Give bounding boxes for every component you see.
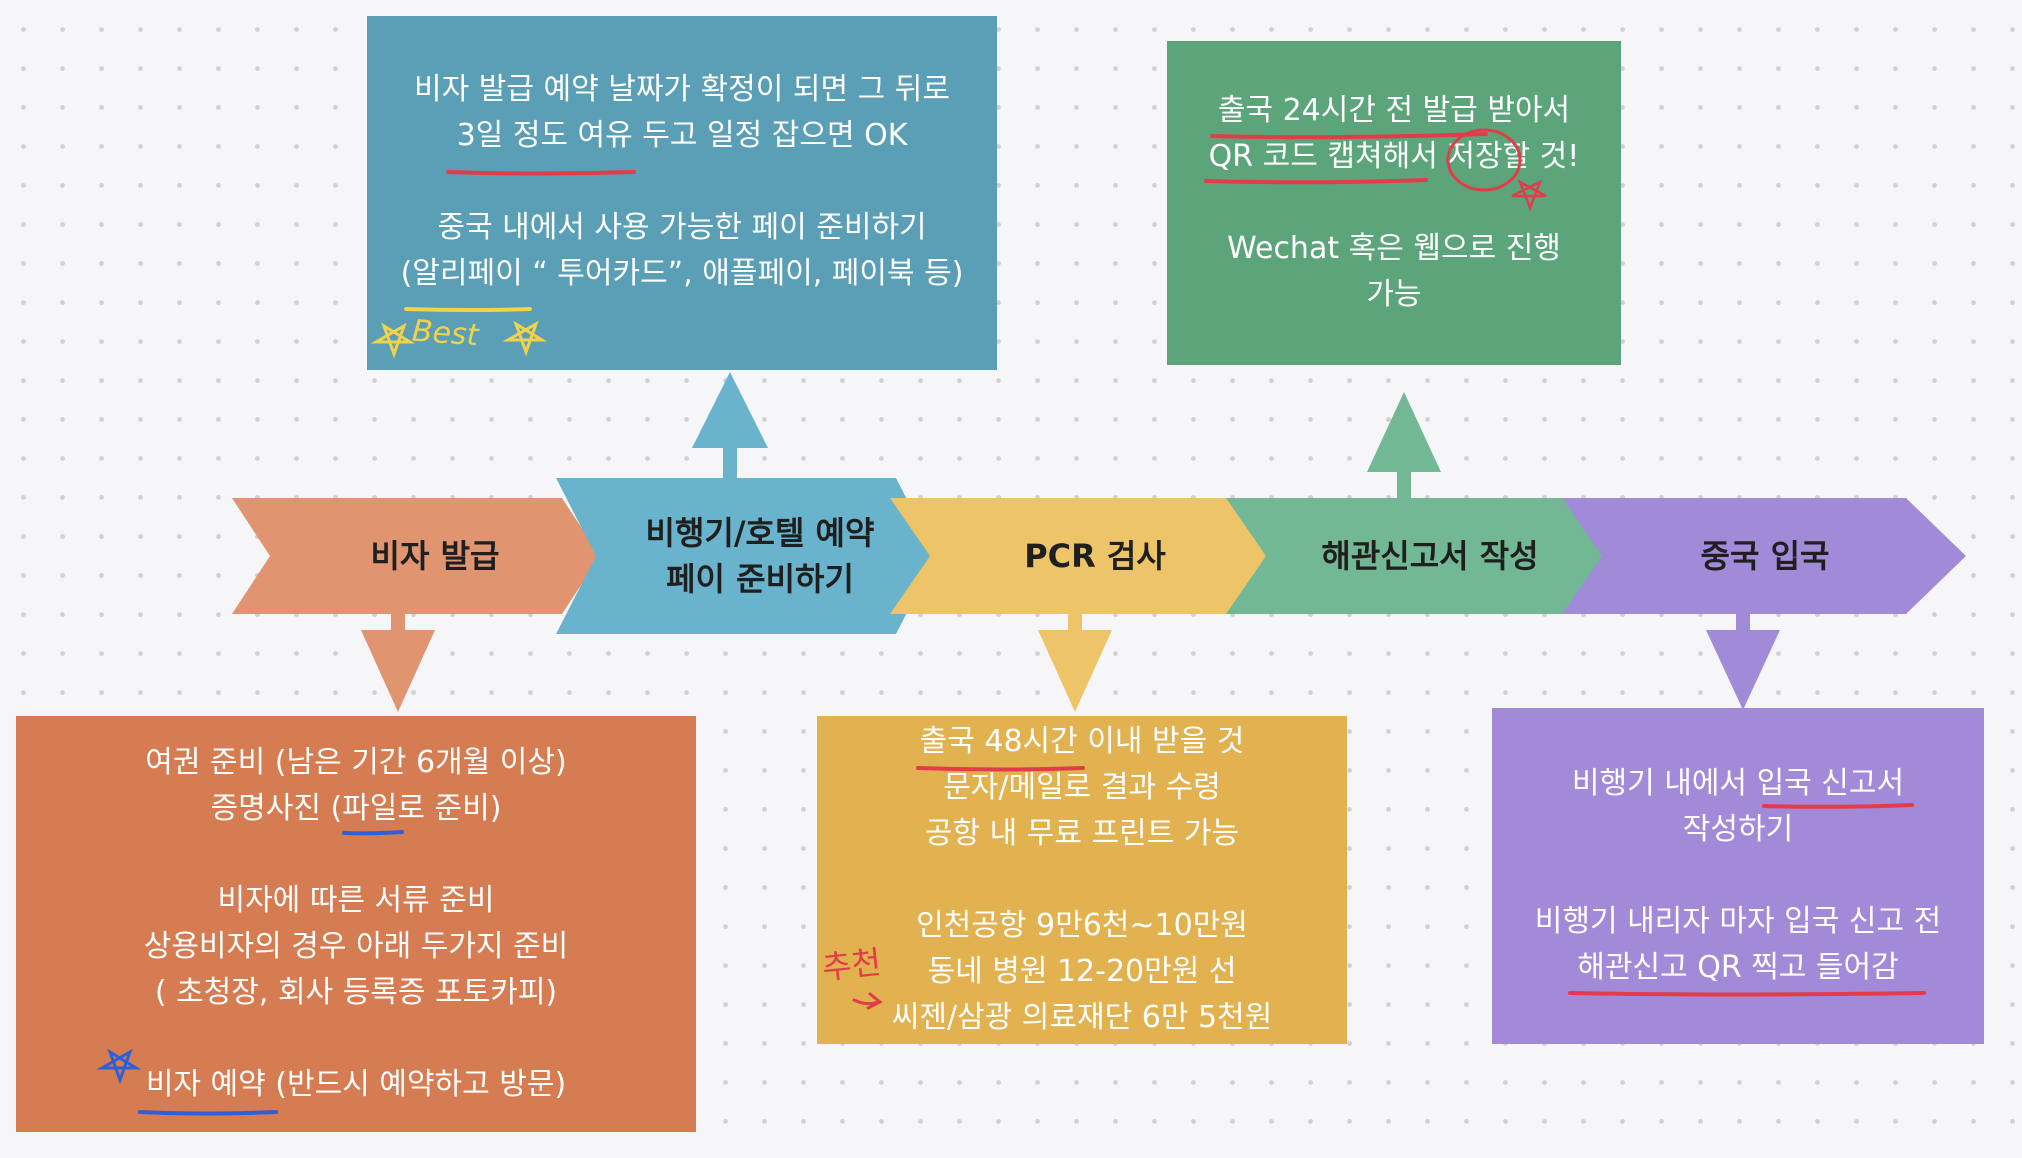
underline-mark <box>342 830 404 836</box>
note-line: Wechat 혹은 웹으로 진행 <box>1227 231 1561 266</box>
step-chevron-pcr <box>890 498 1272 614</box>
star-mark <box>370 322 416 359</box>
step-label-customs: 해관신고서 작성 <box>1321 537 1539 575</box>
step-chevron-customs <box>1226 498 1606 614</box>
underline-mark <box>404 307 532 312</box>
step-chevron-entry <box>1562 498 1966 614</box>
note-flight: 비자 발급 예약 날짜가 확정이 되면 그 뒤로 3일 정도 여유 두고 일정 … <box>367 16 997 370</box>
best-annotation: Best <box>410 313 480 354</box>
recommend-annotation: 추천 <box>820 943 883 987</box>
note-line: 비자에 따른 서류 준비 <box>217 883 495 918</box>
note-line: 출국 48시간 이내 받을 것 <box>919 724 1245 759</box>
step-chevron-flight <box>556 478 936 634</box>
underline-mark <box>138 1110 278 1116</box>
note-line: 비행기 내리자 마자 입국 신고 전 <box>1534 904 1942 939</box>
note-line: 3일 정도 여유 두고 일정 잡으면 OK <box>456 118 908 153</box>
note-line: 비자 발급 예약 날짜가 확정이 되면 그 뒤로 <box>414 72 950 107</box>
note-line: 가능 <box>1366 277 1422 312</box>
step-label-visa: 비자 발급 <box>370 537 500 575</box>
pcr-connector-arrow <box>1038 610 1112 712</box>
note-line: 출국 24시간 전 발급 받아서 <box>1217 93 1571 128</box>
underline-mark <box>1568 991 1926 997</box>
note-line: 여권 준비 (남은 기간 6개월 이상) <box>145 745 567 780</box>
note-line: 문자/메일로 결과 수령 <box>943 770 1221 805</box>
note-line: ( 초청장, 회사 등록증 포토카피) <box>154 975 558 1010</box>
underline-mark <box>1204 178 1428 185</box>
note-entry: 비행기 내에서 입국 신고서 작성하기 비행기 내리자 마자 입국 신고 전 해… <box>1492 708 1984 1044</box>
note-visa: 여권 준비 (남은 기간 6개월 이상) 증명사진 (파일로 준비) 비자에 따… <box>16 716 696 1132</box>
entry-connector-arrow <box>1706 610 1780 710</box>
note-customs: 출국 24시간 전 발급 받아서 QR 코드 캡쳐해서 저장할 것! Wecha… <box>1167 41 1621 365</box>
arrow-mark <box>852 992 883 1010</box>
note-line: 동네 병원 12-20만원 선 <box>927 954 1237 989</box>
star-mark <box>502 320 548 357</box>
customs-connector-arrow <box>1367 392 1441 500</box>
step-chevron-visa <box>232 498 600 614</box>
step-label-pcr: PCR 검사 <box>1024 537 1166 575</box>
circle-mark <box>1446 128 1522 192</box>
note-line: 비자 예약 (반드시 예약하고 방문) <box>145 1067 567 1102</box>
underline-mark <box>1210 132 1488 140</box>
note-line: (알리페이 “ 투어카드”, 애플페이, 페이북 등) <box>400 256 964 291</box>
note-line: 상용비자의 경우 아래 두가지 준비 <box>143 929 569 964</box>
note-line: 공항 내 무료 프린트 가능 <box>924 816 1240 851</box>
note-line: 중국 내에서 사용 가능한 페이 준비하기 <box>437 210 927 245</box>
note-pcr: 출국 48시간 이내 받을 것 문자/메일로 결과 수령 공항 내 무료 프린트… <box>817 716 1347 1044</box>
step-label-flight: 비행기/호텔 예약 페이 준비하기 <box>645 514 875 598</box>
note-line: 증명사진 (파일로 준비) <box>210 791 502 826</box>
star-mark <box>96 1048 142 1085</box>
underline-mark <box>916 766 1085 772</box>
underline-mark <box>446 170 636 176</box>
flight-connector-arrow <box>692 372 768 480</box>
star-mark <box>1511 179 1547 212</box>
visa-connector-arrow <box>361 610 435 712</box>
underline-mark <box>1762 803 1914 809</box>
step-label-entry: 중국 입국 <box>1700 537 1830 575</box>
note-line: 씨젠/삼광 의료재단 6만 5천원 <box>891 1000 1273 1035</box>
note-line: 비행기 내에서 입국 신고서 <box>1571 766 1905 801</box>
note-line: 인천공항 9만6천~10만원 <box>916 908 1248 943</box>
note-line: 작성하기 <box>1682 812 1794 847</box>
note-line: 해관신고 QR 찍고 들어감 <box>1577 950 1899 985</box>
